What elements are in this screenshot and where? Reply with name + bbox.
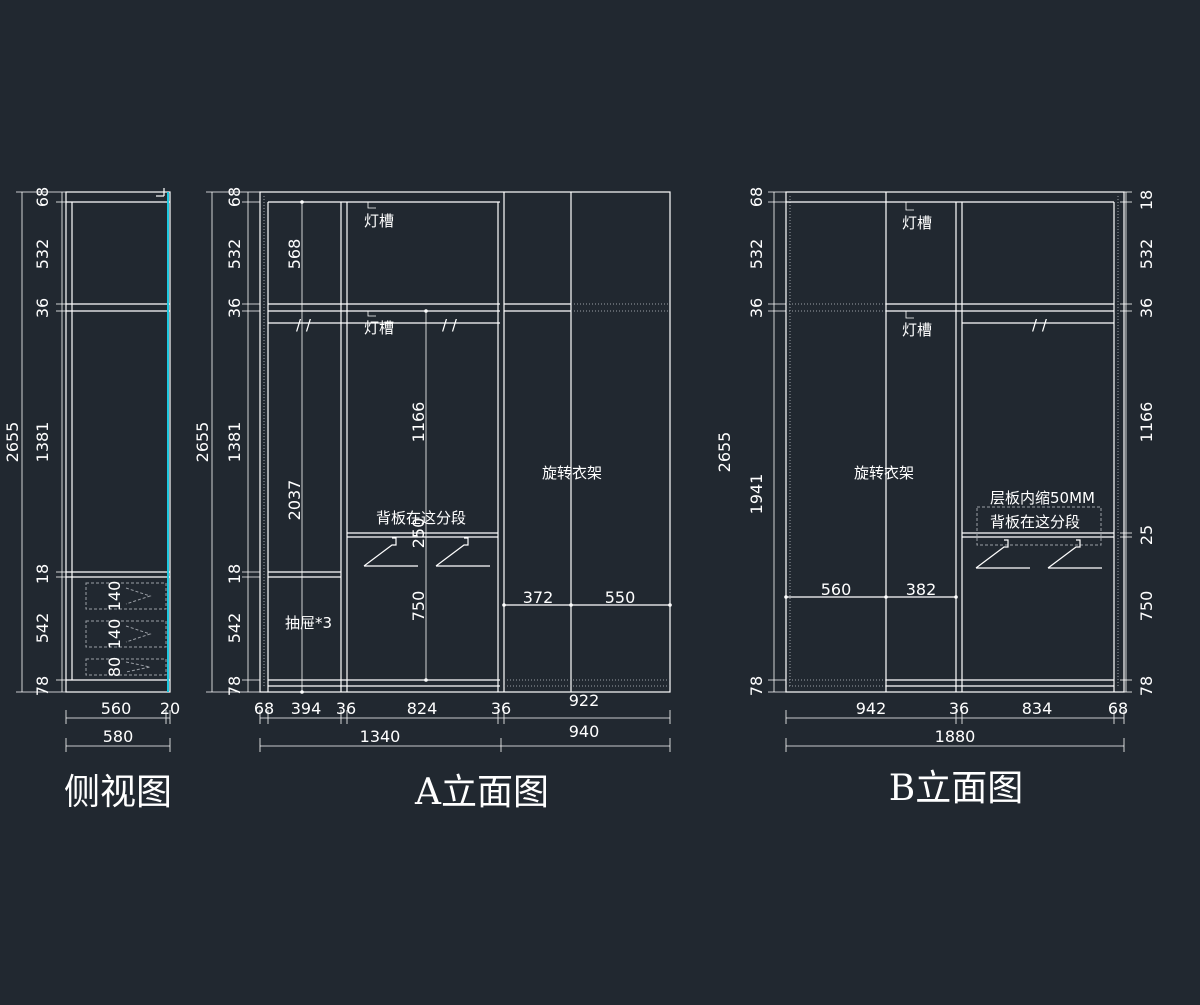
- a-inner-750: 750: [409, 591, 428, 622]
- b-shelf-inset: 层板内缩50MM: [990, 489, 1095, 507]
- b-right-25: 25: [1137, 525, 1156, 545]
- b-right-36: 36: [1137, 298, 1156, 318]
- rod-mark-2: / /: [442, 316, 458, 334]
- b-dim-532: 532: [747, 239, 766, 270]
- b-hanger-560: 560: [821, 580, 852, 599]
- b-light-slot-top: 灯槽: [902, 214, 932, 232]
- a-elevation-title: A立面图: [414, 772, 549, 813]
- side-dim-68: 68: [33, 187, 52, 207]
- drawer-height-2: 140: [105, 619, 124, 650]
- b-hanger-382: 382: [906, 580, 937, 599]
- a-dim-68: 68: [225, 187, 244, 207]
- b-dim-78: 78: [747, 676, 766, 696]
- side-depth-20: 20: [160, 699, 180, 718]
- a-dim-18: 18: [225, 564, 244, 584]
- a-bottom-394: 394: [291, 699, 322, 718]
- a-inner-1166: 1166: [409, 402, 428, 443]
- side-overall-height: 2655: [3, 422, 22, 463]
- b-bottom-942: 942: [856, 699, 887, 718]
- drawer-height-1: 140: [105, 581, 124, 612]
- side-dim-78: 78: [33, 676, 52, 696]
- side-dim-1381: 1381: [33, 422, 52, 463]
- a-bottom-36-1: 36: [336, 699, 356, 718]
- a-rotating-rack: 旋转衣架: [542, 464, 602, 482]
- a-bottom-68: 68: [254, 699, 274, 718]
- b-dim-36: 36: [747, 298, 766, 318]
- a-dim-78: 78: [225, 676, 244, 696]
- side-view-title: 侧视图: [64, 772, 172, 813]
- a-rack-width: 922: [569, 691, 600, 710]
- b-light-slot-mid: 灯槽: [902, 321, 932, 339]
- b-elevation: 2655 68 532 36 1941 78: [715, 187, 1156, 809]
- b-bottom-36: 36: [949, 699, 969, 718]
- rod-mark-1: / /: [296, 316, 312, 334]
- a-dim-532: 532: [225, 239, 244, 270]
- b-bottom-68: 68: [1108, 699, 1128, 718]
- a-light-slot-mid: 灯槽: [364, 319, 394, 337]
- b-right-78: 78: [1137, 676, 1156, 696]
- rod-mark-3: / /: [1032, 316, 1048, 334]
- a-dim-542: 542: [225, 613, 244, 644]
- a-overall-height: 2655: [193, 422, 212, 463]
- a-elevation: 2655 68 532 36 1381 18 542 78 / / / /: [193, 187, 672, 813]
- a-light-slot-top: 灯槽: [364, 212, 394, 230]
- a-drawer-label: 抽屉*3: [285, 614, 332, 632]
- side-dim-36: 36: [33, 298, 52, 318]
- a-total-940: 940: [569, 722, 600, 741]
- a-inner-250: 250: [409, 518, 428, 549]
- a-dim-36: 36: [225, 298, 244, 318]
- side-dim-532: 532: [33, 239, 52, 270]
- b-bottom-834: 834: [1022, 699, 1053, 718]
- a-hanger-372: 372: [523, 588, 554, 607]
- b-right-532: 532: [1137, 239, 1156, 270]
- a-inner-568: 568: [285, 239, 304, 270]
- side-depth-560: 560: [101, 699, 132, 718]
- a-inner-2037: 2037: [285, 480, 304, 521]
- side-dim-542: 542: [33, 613, 52, 644]
- a-back-panel: 背板在这分段: [376, 509, 466, 527]
- a-hanger-550: 550: [605, 588, 636, 607]
- b-overall-height: 2655: [715, 432, 734, 473]
- a-total-1340: 1340: [360, 727, 401, 746]
- side-total-depth: 580: [103, 727, 134, 746]
- b-back-panel: 背板在这分段: [990, 513, 1080, 531]
- drawer-height-3: 80: [105, 657, 124, 677]
- a-dim-1381: 1381: [225, 422, 244, 463]
- side-view: 2655 68 532 36 1381 18 542 78 140 140 80: [3, 187, 180, 813]
- b-right-1166: 1166: [1137, 402, 1156, 443]
- a-bottom-824: 824: [407, 699, 438, 718]
- side-dim-18: 18: [33, 564, 52, 584]
- a-bottom-36-2: 36: [491, 699, 511, 718]
- b-right-750: 750: [1137, 591, 1156, 622]
- b-total-1880: 1880: [935, 727, 976, 746]
- b-elevation-title: B立面图: [889, 768, 1023, 809]
- b-rotating-rack: 旋转衣架: [854, 464, 914, 482]
- b-right-18: 18: [1137, 190, 1156, 210]
- b-dim-68: 68: [747, 187, 766, 207]
- b-dim-1941: 1941: [747, 474, 766, 515]
